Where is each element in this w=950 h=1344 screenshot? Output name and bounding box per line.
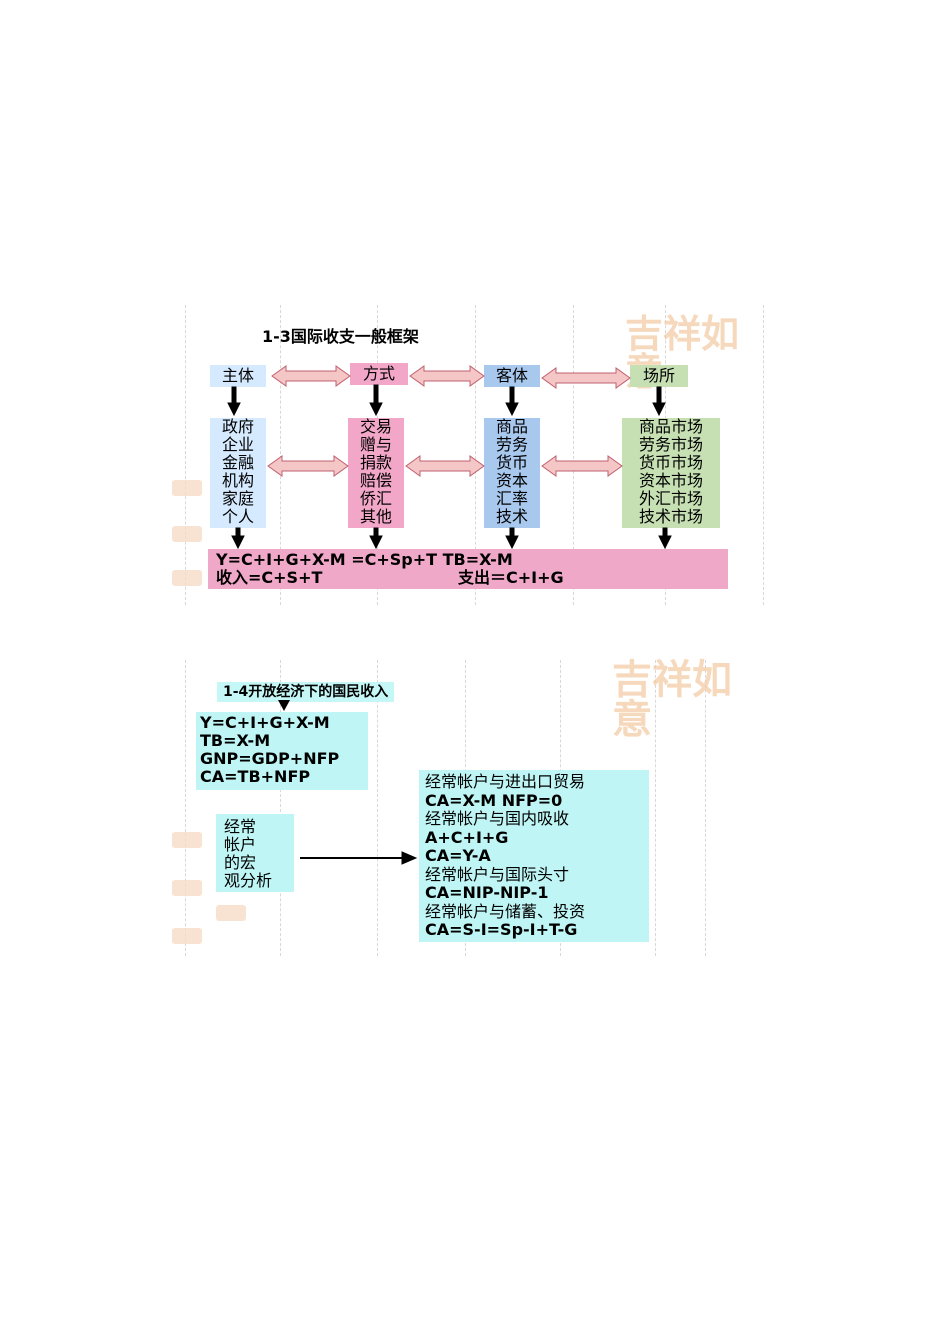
label-line: 的宏 [224, 853, 257, 872]
right-arrow [300, 851, 418, 865]
column-subject: 政府 企业 金融 机构 家庭 个人 [210, 418, 266, 528]
stamp-decoration [172, 880, 202, 896]
column-item: 汇率 [495, 489, 528, 508]
equation: Y=C+I+G+X-M [200, 713, 330, 732]
column-item: 商品市场 [638, 417, 703, 436]
current-account-label: 经常 帐户 的宏 观分析 [216, 814, 294, 892]
down-arrow [227, 386, 241, 417]
column-item: 企业 [221, 435, 254, 454]
column-item: 劳务市场 [638, 435, 703, 454]
equation: GNP=GDP+NFP [200, 749, 340, 768]
equations-box: Y=C+I+G+X-M TB=X-M GNP=GDP+NFP CA=TB+NFP [196, 712, 368, 790]
column-item: 交易 [359, 417, 392, 436]
analysis-line: 经常帐户与国际头寸 [425, 864, 570, 884]
column-item: 赠与 [359, 435, 392, 454]
column-item: 机构 [221, 471, 254, 490]
column-item: 政府 [221, 417, 254, 436]
column-item: 赔偿 [359, 471, 392, 490]
analysis-line: CA=NIP-NIP-1 [425, 883, 549, 902]
column-item: 家庭 [221, 489, 254, 508]
stamp-decoration [172, 480, 202, 496]
column-item: 货币 [495, 453, 528, 472]
double-arrow [405, 455, 485, 477]
income-equation: 收入=C+S+T [216, 568, 323, 587]
column-item: 技术 [495, 507, 528, 526]
equation: CA=TB+NFP [200, 767, 311, 786]
column-item: 个人 [221, 507, 254, 526]
equation: TB=X-M [200, 731, 271, 750]
equation-bar: Y=C+I+G+X-M =C+Sp+T TB=X-M 收入=C+S+T 支出＝C… [208, 549, 728, 589]
double-arrow [271, 365, 351, 387]
stamp-decoration [172, 928, 202, 944]
down-arrow [369, 384, 383, 417]
down-arrow [505, 386, 519, 417]
analysis-line: 经常帐户与储蓄、投资 [425, 901, 586, 921]
double-arrow [409, 365, 485, 387]
down-arrow [505, 527, 519, 550]
double-arrow [267, 455, 349, 477]
column-item: 其他 [359, 507, 392, 526]
down-arrow [231, 527, 245, 550]
down-arrow [652, 386, 666, 417]
label-line: 经常 [224, 817, 257, 836]
diagram-1-title: 1-3国际收支一般框架 [262, 327, 419, 346]
header-method: 方式 [350, 363, 408, 385]
analysis-line: CA=S-I=Sp-I+T-G [425, 920, 578, 939]
stamp-decoration [172, 832, 202, 848]
stamp-decoration [216, 905, 246, 921]
column-item: 外汇市场 [638, 489, 703, 508]
column-item: 侨汇 [359, 489, 392, 508]
column-item: 劳务 [495, 435, 528, 454]
equation-line-1: Y=C+I+G+X-M =C+Sp+T TB=X-M [216, 550, 513, 569]
column-object: 商品 劳务 货币 资本 汇率 技术 [484, 418, 540, 528]
down-arrow [658, 527, 672, 550]
diagram-2-title: 1-4开放经济下的国民收入 [217, 682, 395, 702]
column-item: 金融 [221, 453, 254, 472]
expenditure-equation: 支出＝C+I+G [458, 568, 564, 587]
header-venue: 场所 [630, 365, 688, 387]
analysis-line: 经常帐户与进出口贸易 [425, 772, 586, 791]
stamp-decoration [172, 526, 202, 542]
double-arrow [541, 367, 631, 389]
watermark-jixiangruyi-2: 吉祥如意 [612, 656, 732, 743]
header-subject: 主体 [210, 365, 266, 387]
analysis-box: 经常帐户与进出口贸易 CA=X-M NFP=0 经常帐户与国内吸收 A+C+I+… [419, 770, 649, 942]
column-item: 资本 [495, 471, 528, 490]
label-line: 帐户 [224, 835, 257, 854]
column-item: 货币市场 [638, 453, 703, 472]
column-item: 商品 [495, 417, 528, 436]
analysis-line: CA=Y-A [425, 846, 491, 865]
analysis-line: CA=X-M NFP=0 [425, 790, 563, 810]
column-venue: 商品市场 劳务市场 货币市场 资本市场 外汇市场 技术市场 [622, 418, 720, 528]
equation-line-2: 收入=C+S+T 支出＝C+I+G [208, 569, 728, 587]
column-item: 技术市场 [638, 507, 703, 526]
down-arrow [278, 700, 290, 711]
column-method: 交易 赠与 捐款 赔偿 侨汇 其他 [348, 418, 404, 528]
double-arrow [541, 455, 623, 477]
stamp-decoration [172, 570, 202, 586]
label-line: 观分析 [224, 871, 273, 890]
column-item: 资本市场 [638, 471, 703, 490]
down-arrow [369, 527, 383, 550]
analysis-line: A+C+I+G [425, 827, 509, 847]
analysis-line: 经常帐户与国内吸收 [425, 809, 570, 828]
header-object: 客体 [484, 365, 540, 387]
column-item: 捐款 [359, 453, 392, 472]
